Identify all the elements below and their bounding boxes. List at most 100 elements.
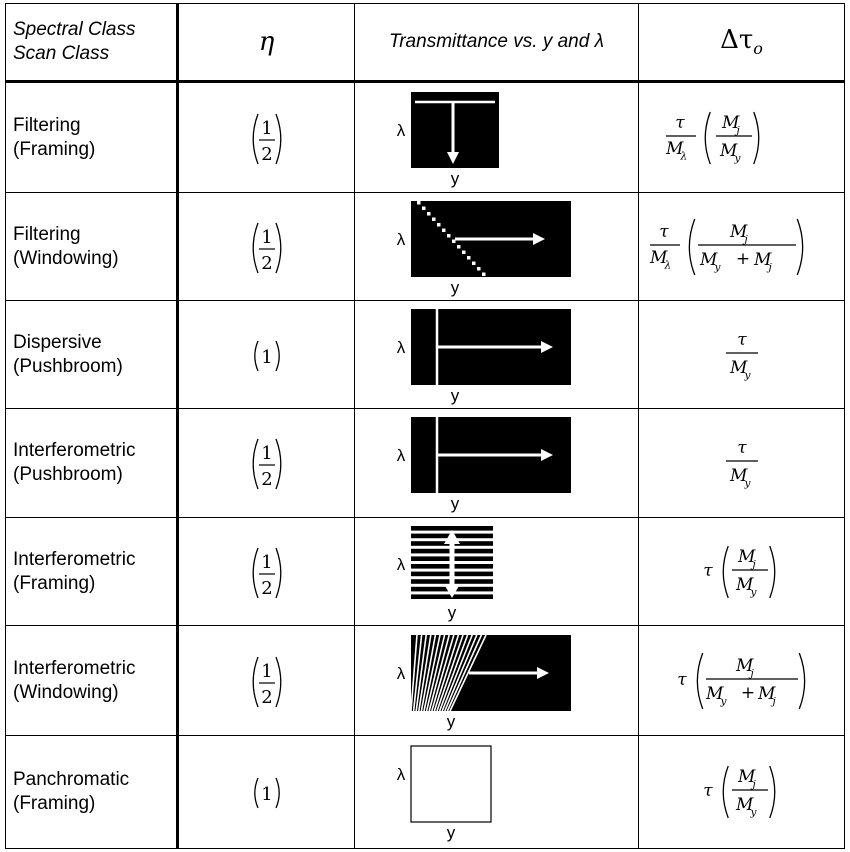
- m-symbol: M: [729, 222, 748, 242]
- y-axis-label: y: [451, 386, 460, 405]
- m-subscript-term: Mλ: [649, 248, 671, 271]
- paren-right: [274, 777, 280, 809]
- m-subscript-term: Mj: [753, 250, 772, 273]
- m-symbol: M: [735, 795, 754, 815]
- spectral-class-name: Interferometric: [13, 440, 136, 461]
- fringe-line: [433, 634, 460, 711]
- header-eta: η: [258, 27, 275, 57]
- subscript: y: [743, 477, 751, 489]
- delta-tau-formula: τMy: [725, 438, 758, 489]
- eta-value: 1: [253, 777, 280, 809]
- class-label: Panchromatic(Framing): [5, 768, 129, 816]
- row-class-cell: Filtering(Windowing): [5, 193, 176, 300]
- fringe-line: [436, 634, 464, 711]
- lambda-axis-label: λ: [397, 765, 406, 784]
- m-symbol: M: [649, 248, 668, 268]
- arrow-head: [537, 666, 549, 679]
- m-subscript-term: Mλ: [665, 139, 687, 162]
- table-divider-thick: [176, 3, 179, 849]
- paren-left: [252, 438, 259, 490]
- paren-right: [274, 113, 281, 164]
- filter-step: [472, 261, 476, 265]
- paren-left: [722, 545, 729, 598]
- arrow-head: [444, 583, 460, 598]
- row-divider: [5, 300, 845, 301]
- subscript: j: [734, 124, 740, 136]
- paren-left: [704, 111, 711, 164]
- arrow-head: [541, 340, 553, 353]
- spectral-class-name: Dispersive: [13, 331, 102, 353]
- header-class-cell: Spectral Class Scan Class: [5, 3, 176, 81]
- m-subscript-term: My: [729, 466, 751, 489]
- fringe-line: [438, 634, 469, 711]
- eta-value: 12: [252, 113, 281, 165]
- lambda-axis-label: λ: [397, 338, 406, 357]
- filter-step: [462, 250, 466, 254]
- paren-left: [688, 218, 695, 275]
- filter-step: [457, 244, 461, 248]
- table-border-left: [5, 3, 6, 849]
- numerator: 1: [261, 552, 272, 573]
- subscript: λ: [679, 150, 687, 162]
- header-scan-class: Scan Class: [13, 43, 110, 64]
- subscript: y: [749, 806, 757, 818]
- table-border-bottom: [5, 848, 845, 849]
- y-axis-label: y: [451, 278, 460, 297]
- fringe-line: [410, 634, 418, 711]
- row-divider: [5, 192, 845, 193]
- m-symbol: M: [699, 250, 718, 270]
- subscript: j: [750, 778, 756, 790]
- m-symbol: M: [721, 113, 740, 133]
- paren-left: [252, 656, 259, 707]
- spectral-class-name: Interferometric: [13, 657, 136, 679]
- paren-right: [798, 652, 805, 709]
- spectral-class-name: Panchromatic: [13, 769, 130, 790]
- m-symbol: M: [705, 684, 724, 704]
- paren-left: [722, 765, 729, 819]
- row-divider: [5, 735, 845, 736]
- m-symbol: M: [665, 139, 684, 159]
- spectral-class-name: Interferometric: [13, 548, 136, 570]
- filter-step: [442, 228, 446, 232]
- denominator: 2: [261, 144, 272, 165]
- header-eta-cell: η: [179, 3, 354, 81]
- paren-right: [274, 340, 280, 371]
- transmittance-diagram: λy: [397, 525, 493, 622]
- filter-step: [432, 217, 436, 221]
- y-axis-label: y: [447, 712, 456, 731]
- filter-step: [477, 266, 481, 270]
- m-symbol: M: [735, 656, 754, 676]
- paren-left: [253, 340, 259, 371]
- denominator: 2: [261, 687, 272, 708]
- fringe-band: [411, 525, 493, 531]
- lambda-axis-label: λ: [397, 555, 406, 574]
- header-delta-tau: Δτo: [720, 25, 763, 59]
- class-label: Filtering(Framing): [5, 114, 95, 162]
- arrow-head: [533, 232, 545, 245]
- class-label: Interferometric(Windowing): [5, 657, 135, 705]
- table-divider: [354, 3, 355, 849]
- m-symbol: M: [735, 575, 754, 595]
- m-subscript-term: Mj: [721, 113, 740, 136]
- scan-class-name: (Framing): [13, 138, 96, 160]
- scan-class-name: (Framing): [13, 572, 96, 594]
- paren-right: [752, 111, 759, 164]
- fringe-line: [423, 634, 441, 711]
- paren-left: [252, 547, 259, 598]
- paren-left: [252, 222, 259, 273]
- row-divider: [5, 517, 845, 518]
- y-axis-label: y: [447, 823, 456, 842]
- tau: τ: [659, 222, 669, 242]
- filter-step: [437, 222, 441, 226]
- numerator: 1: [261, 661, 272, 682]
- filter-step: [467, 255, 471, 259]
